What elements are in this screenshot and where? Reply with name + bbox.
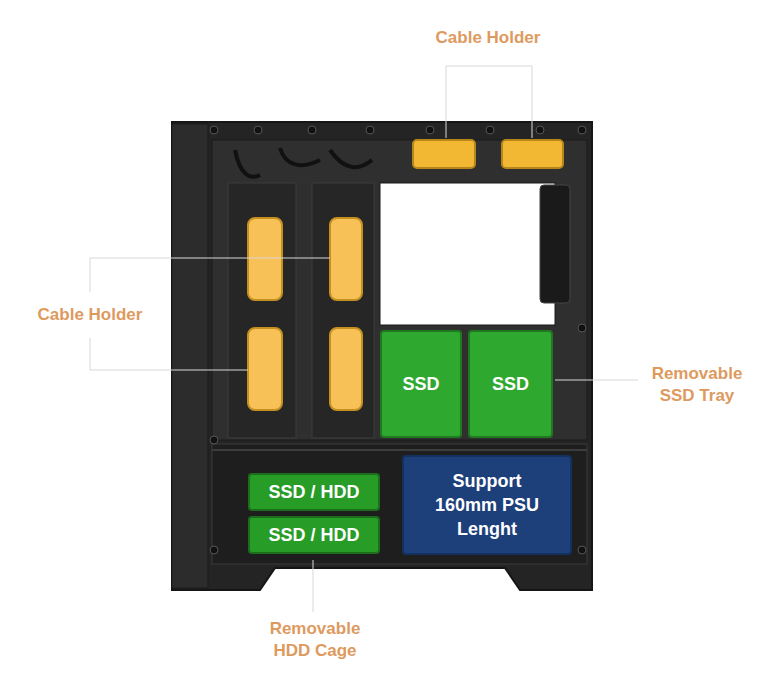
motherboard-tray xyxy=(212,140,587,440)
drive-bay: SSD / HDD xyxy=(248,473,380,511)
cable-holder xyxy=(330,218,362,300)
cable-channel xyxy=(312,183,374,438)
cable-holder xyxy=(248,218,282,300)
leader-lines xyxy=(90,66,638,612)
cable-holder xyxy=(248,328,282,410)
box-label: SSD xyxy=(402,372,439,396)
cable xyxy=(235,148,372,177)
cable-holder xyxy=(502,140,563,168)
cable-holder xyxy=(413,140,475,168)
screws xyxy=(210,126,586,554)
box-label: SSD / HDD xyxy=(268,480,359,504)
cable-channel xyxy=(228,183,296,438)
ssd-tray-slot: SSD xyxy=(468,330,553,438)
psu-bay: Support 160mm PSU Lenght xyxy=(402,455,572,555)
shroud-edge xyxy=(212,449,587,451)
cpu-cutout xyxy=(380,183,555,325)
callout-label: Removable HDD Cage xyxy=(255,618,375,662)
psu-shroud xyxy=(212,444,587,564)
box-label: SSD xyxy=(492,372,529,396)
box-label: SSD / HDD xyxy=(268,523,359,547)
callout-label: Cable Holder xyxy=(413,27,563,49)
front-panel xyxy=(172,124,208,588)
drive-bay: SSD / HDD xyxy=(248,516,380,554)
cable-holder xyxy=(330,328,362,410)
callout-label: Cable Holder xyxy=(15,304,165,326)
rear-fan xyxy=(540,185,570,303)
box-label: Support 160mm PSU Lenght xyxy=(434,469,540,542)
case-body xyxy=(172,122,592,590)
callout-label: Removable SSD Tray xyxy=(637,363,757,407)
ssd-tray-slot: SSD xyxy=(380,330,462,438)
